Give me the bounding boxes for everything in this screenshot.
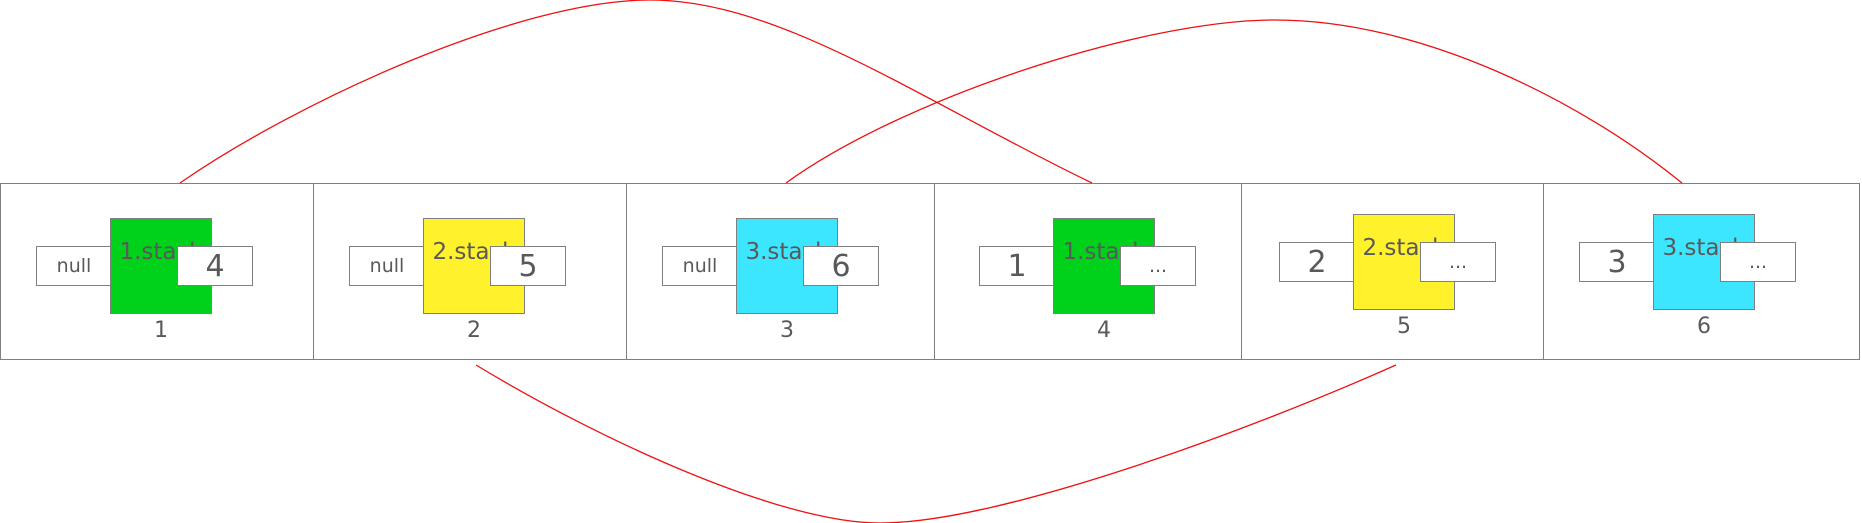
next-pointer-label: ... [1448,251,1468,273]
prev-pointer-label: null [369,255,405,277]
node-index: 4 [1097,318,1111,343]
cell-divider [934,183,935,360]
next-pointer-box: 6 [803,246,879,286]
prev-pointer-label: 2 [1307,244,1327,280]
next-pointer-label: 4 [205,248,225,284]
prev-pointer-box: 2 [1279,242,1355,282]
cell-divider [626,183,627,360]
prev-pointer-label: 3 [1607,244,1627,280]
prev-pointer-box: 3 [1579,242,1655,282]
next-pointer-box: ... [1120,246,1196,286]
stack-node-5: 2 2.stack ... 5 [1243,179,1549,356]
stack-node-3: null 3.stack 6 3 [626,183,932,360]
prev-pointer-box: null [349,246,425,286]
node-index: 6 [1697,314,1711,339]
stack-node-4: 1 1.stack ... 4 [943,183,1249,360]
link-curve-3-to-6 [785,19,1683,184]
next-pointer-box: ... [1420,242,1496,282]
prev-pointer-box: null [36,246,112,286]
link-curve-1-to-4 [179,0,1093,184]
cell-divider [313,183,314,360]
prev-pointer-label: 1 [1007,248,1027,284]
stack-node-2: null 2.stack 5 2 [313,183,619,360]
node-array-container [0,183,1860,360]
prev-pointer-label: null [56,255,92,277]
next-pointer-box: 5 [490,246,566,286]
link-curve-2-to-5 [475,364,1397,523]
prev-pointer-label: null [682,255,718,277]
next-pointer-box: ... [1720,242,1796,282]
node-index: 5 [1397,314,1411,339]
cell-divider [1543,183,1544,360]
stack-node-1: null 1.stack 4 1 [0,183,306,360]
next-pointer-label: ... [1748,251,1768,273]
next-pointer-label: 6 [831,248,851,284]
stack-node-6: 3 3.stack ... 6 [1543,179,1849,356]
next-pointer-label: ... [1148,255,1168,277]
node-index: 3 [780,318,794,343]
cell-divider [1241,183,1242,360]
node-index: 1 [154,318,168,343]
next-pointer-box: 4 [177,246,253,286]
node-index: 2 [467,318,481,343]
prev-pointer-box: null [662,246,738,286]
next-pointer-label: 5 [518,248,538,284]
prev-pointer-box: 1 [979,246,1055,286]
